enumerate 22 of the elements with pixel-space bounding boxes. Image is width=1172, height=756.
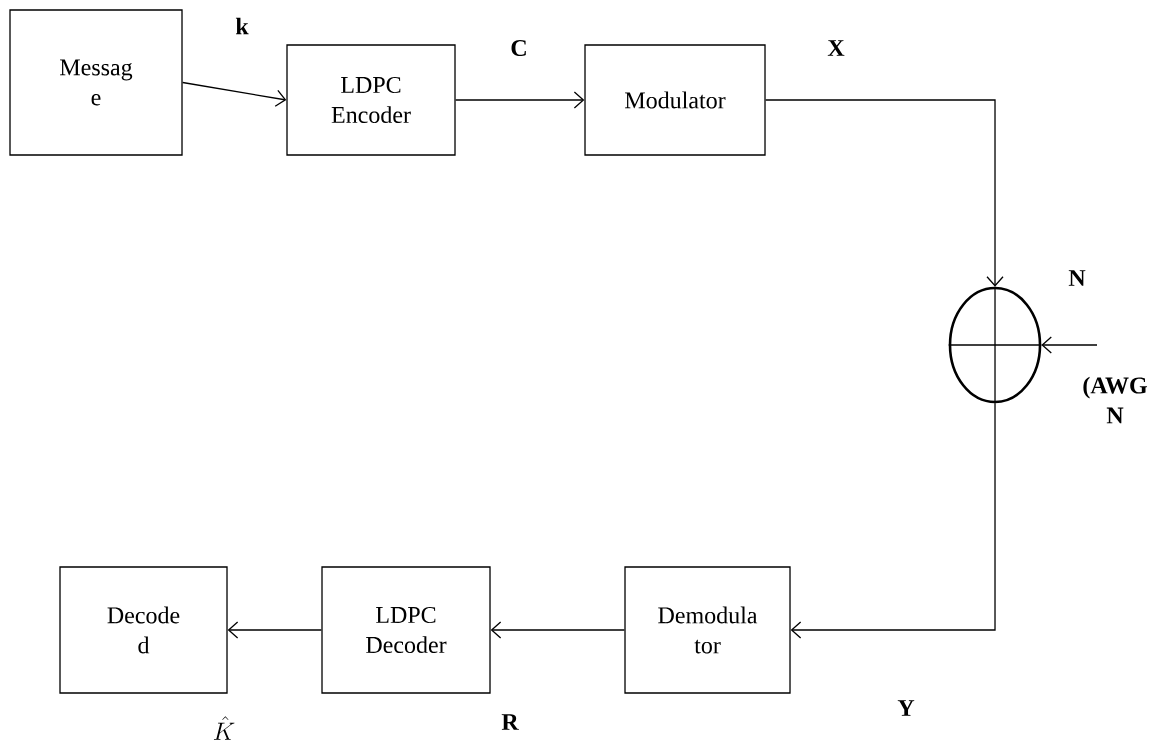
summing-junction xyxy=(948,286,1042,404)
signal-label: Y xyxy=(897,700,915,716)
arrow xyxy=(765,99,1004,287)
signal-label: k xyxy=(235,17,249,35)
process-box: Demodula tor xyxy=(624,566,791,694)
arrow xyxy=(1041,336,1098,354)
arrow xyxy=(182,81,287,107)
signal-label: C xyxy=(511,39,526,57)
process-box: Messag e xyxy=(9,9,183,156)
signal-label: N xyxy=(1068,270,1086,286)
process-box: LDPC Encoder xyxy=(286,44,456,156)
process-box: Modulator xyxy=(584,44,766,156)
arrow xyxy=(455,91,585,109)
signal-label: (AWG N xyxy=(1083,376,1148,424)
process-box: LDPC Decoder xyxy=(321,566,491,694)
signal-label: X xyxy=(827,40,845,56)
arrow xyxy=(490,621,625,639)
arrow xyxy=(227,621,322,639)
signal-label: R xyxy=(501,714,519,730)
signal-label: $\hat{K}$ xyxy=(213,716,235,740)
arrow xyxy=(790,402,996,639)
process-box: Decode d xyxy=(59,566,228,694)
